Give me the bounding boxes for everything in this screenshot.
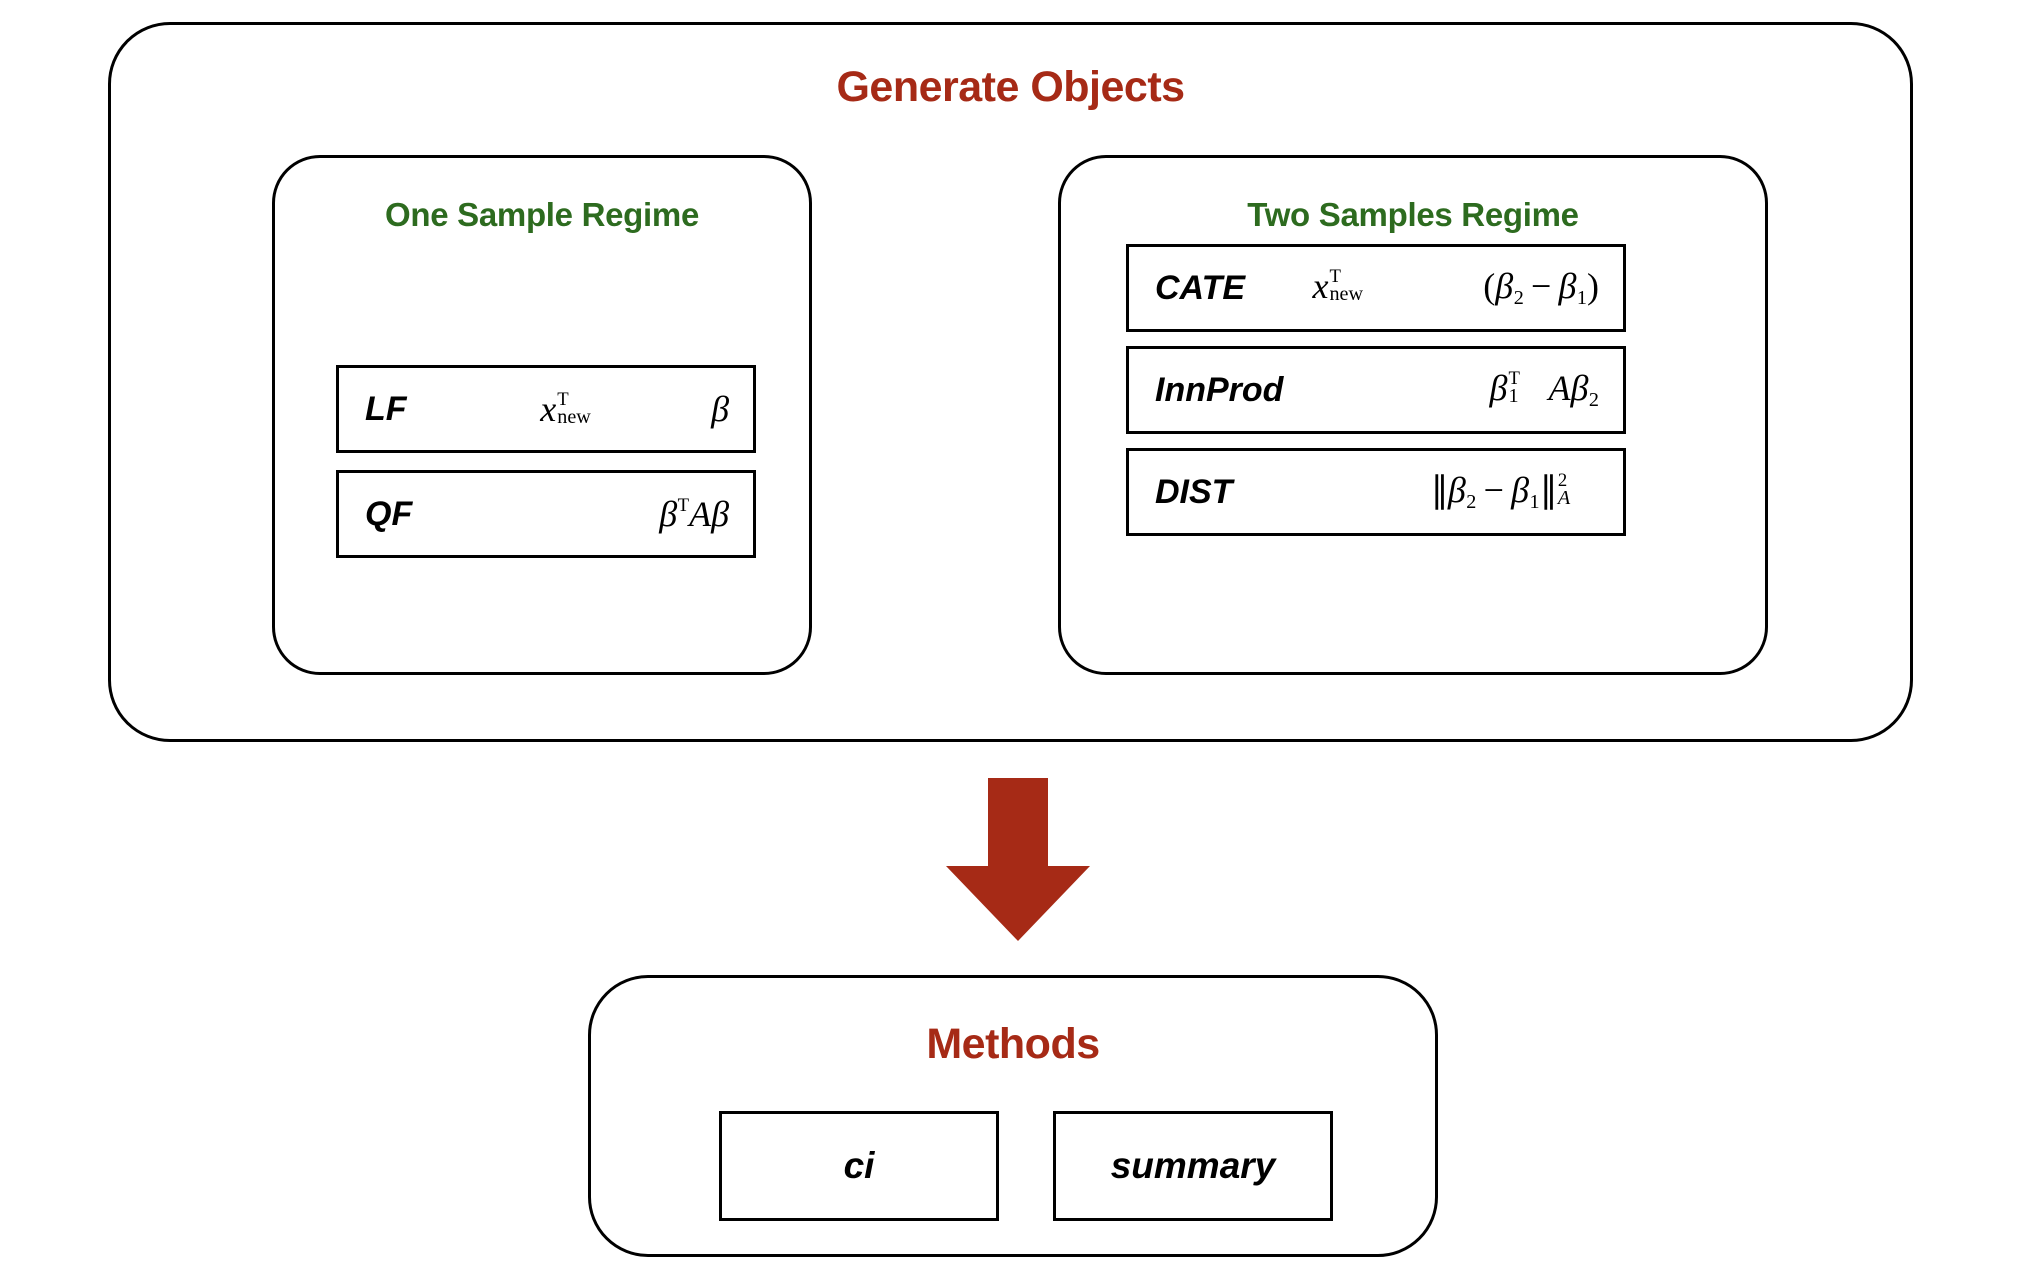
- down-arrow-icon: [938, 778, 1098, 943]
- methods-panel: Methods ci summary: [588, 975, 1438, 1257]
- object-formula-qf: βTAβ: [659, 494, 729, 534]
- method-label-summary: summary: [1110, 1145, 1276, 1186]
- object-label-dist: DIST: [1155, 472, 1233, 511]
- generate-objects-title: Generate Objects: [836, 63, 1185, 111]
- method-box-summary[interactable]: summary: [1053, 1111, 1333, 1221]
- object-label-innprod: InnProd: [1155, 370, 1284, 409]
- object-box-qf: QF βTAβ: [336, 470, 756, 558]
- object-label-qf: QF: [365, 494, 413, 533]
- object-label-cate: CATE: [1155, 268, 1246, 307]
- object-label-lf: LF: [365, 389, 407, 428]
- method-box-ci[interactable]: ci: [719, 1111, 999, 1221]
- one-sample-regime-title: One Sample Regime: [384, 196, 699, 233]
- two-samples-regime-title: Two Samples Regime: [1247, 196, 1579, 233]
- methods-title: Methods: [926, 1020, 1100, 1068]
- method-label-ci: ci: [843, 1145, 875, 1186]
